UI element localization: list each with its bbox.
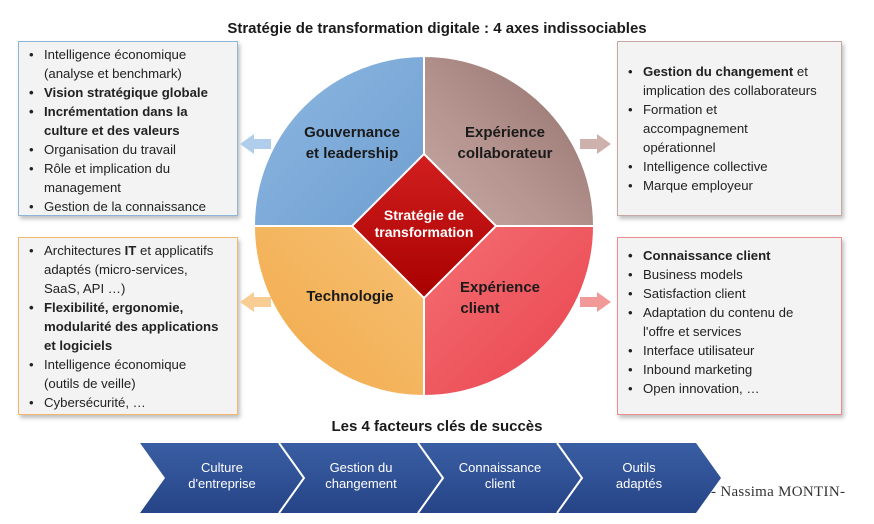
quadrant-collaborateur — [423, 54, 596, 227]
quadrant-gouvernance — [252, 54, 425, 227]
quadrant-technologie — [252, 225, 425, 398]
center-label-line1: Stratégie de — [384, 207, 464, 223]
list-item: Intelligence collective — [624, 157, 835, 176]
factor-chevron — [557, 443, 721, 513]
quadrant-label: collaborateur — [457, 145, 552, 162]
factor-label: Outils — [622, 460, 656, 475]
arrow-left-top-icon — [240, 134, 271, 154]
list-item: Gestion de la connaissance — [25, 197, 231, 216]
factor-label: Culture — [201, 460, 243, 475]
list-item: Business models — [624, 265, 835, 284]
list-item: Open innovation, … — [624, 379, 835, 398]
list-item: Flexibilité, ergonomie,modularité des ap… — [25, 298, 231, 355]
list-item: Intelligence économique(analyse et bench… — [25, 45, 231, 83]
client-details-box: Connaissance client Business models Sati… — [617, 237, 842, 415]
list-item: Organisation du travail — [25, 140, 231, 159]
factor-chevron — [279, 443, 443, 513]
quadrant-label: Technologie — [306, 288, 393, 305]
factors-subtitle: Les 4 facteurs clés de succès — [331, 418, 543, 435]
list-item: Satisfaction client — [624, 284, 835, 303]
factor-label: Connaissance — [459, 460, 541, 475]
arrow-right-top-icon — [580, 134, 611, 154]
factor-label: d'entreprise — [188, 476, 256, 491]
list-item: Intelligence économique(outils de veille… — [25, 355, 231, 393]
list-item: Cybersécurité, … — [25, 393, 231, 412]
quadrant-label: Expérience — [465, 124, 545, 141]
list-item: Inbound marketing — [624, 360, 835, 379]
gouvernance-details-box: Intelligence économique(analyse et bench… — [18, 41, 238, 216]
quadrant-label: Expérience — [460, 279, 540, 296]
author-signature: - Nassima MONTIN- — [711, 484, 846, 500]
list-item: Adaptation du contenu del'offre et servi… — [624, 303, 835, 341]
arrow-right-bottom-icon — [580, 292, 611, 312]
factor-label: Gestion du — [330, 460, 393, 475]
arrow-left-bottom-icon — [240, 292, 271, 312]
factor-chevron — [140, 443, 304, 513]
quadrant-label: Gouvernance — [304, 124, 400, 141]
list-item: Connaissance client — [624, 246, 835, 265]
list-item: Interface utilisateur — [624, 341, 835, 360]
quadrant-client — [423, 225, 596, 398]
factor-label: adaptés — [616, 476, 663, 491]
factor-chevron — [418, 443, 582, 513]
quadrant-label: et leadership — [306, 145, 399, 162]
quadrant-label: client — [460, 300, 499, 317]
factor-label: client — [485, 476, 516, 491]
center-diamond — [350, 152, 498, 300]
center-label-line2: transformation — [375, 224, 474, 240]
list-item: Vision stratégique globale — [25, 83, 231, 102]
list-item: Marque employeur — [624, 176, 835, 195]
factor-label: changement — [325, 476, 397, 491]
page-title: Stratégie de transformation digitale : 4… — [227, 20, 647, 37]
